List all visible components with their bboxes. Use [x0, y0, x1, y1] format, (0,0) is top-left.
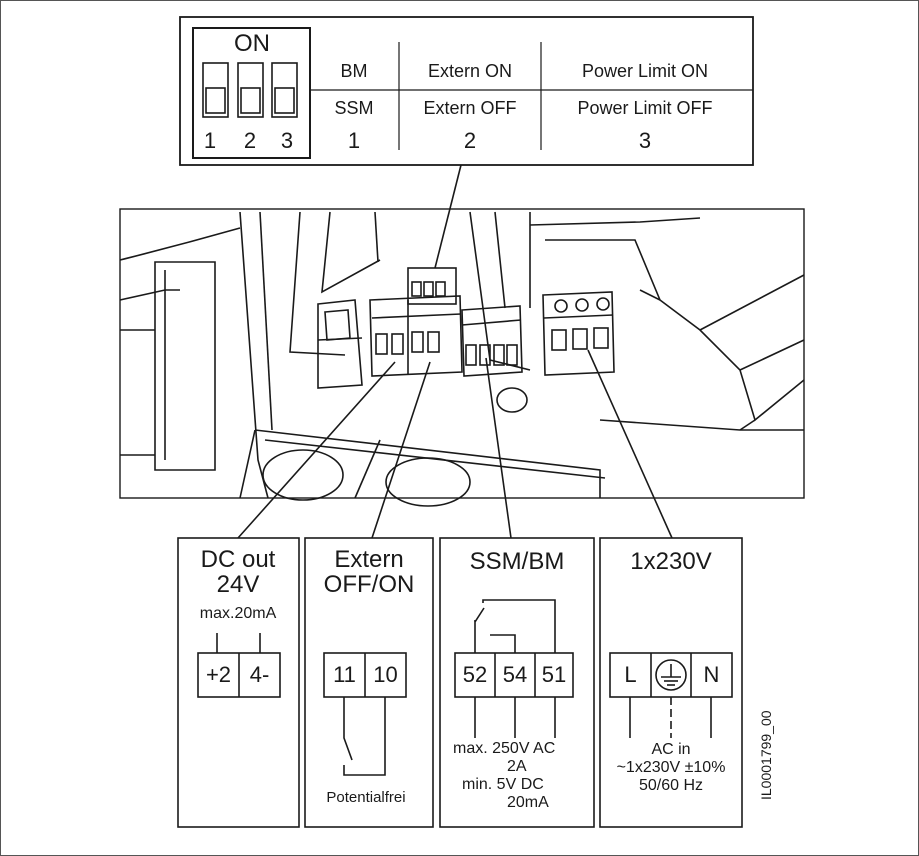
extern-terminal-10: 10 — [373, 662, 398, 687]
extern-title: Extern — [334, 546, 404, 573]
terminal-block-middle — [461, 305, 523, 377]
figure-id: IL0001799_00 — [758, 710, 774, 800]
dip-switch-block — [192, 27, 311, 159]
ssm-spec-max: max. 250V AC — [453, 740, 556, 757]
dc-terminal-minus4: 4- — [249, 662, 270, 687]
ssm-spec-min-current: 20mA — [507, 794, 549, 811]
ssm-terminal-51: 51 — [541, 662, 567, 687]
dc-terminal-plus2: +2 — [205, 662, 232, 687]
extern-note: Potentialfrei — [326, 789, 406, 806]
extern-terminal-11: 11 — [333, 662, 356, 687]
power-ac-in: AC in — [651, 741, 691, 758]
dip-row-top-3: Power Limit ON — [581, 61, 709, 81]
dip-switch-number-2: 2 — [243, 128, 257, 153]
dip-switch-2 — [237, 62, 264, 118]
ground-icon — [655, 659, 687, 691]
ssm-bm-title: SSM/BM — [469, 548, 565, 575]
dip-switch-number-3: 3 — [280, 128, 294, 153]
ssm-spec-max-current: 2A — [507, 758, 527, 775]
board-dip-switch — [407, 267, 457, 305]
dc-out-box — [177, 537, 300, 828]
dip-column-number-2: 2 — [463, 128, 477, 153]
dc-out-current: max.20mA — [199, 605, 277, 622]
ssm-spec-min: min. 5V DC — [462, 776, 544, 793]
power-terminal-n: N — [703, 662, 720, 687]
dip-on-label: ON — [234, 30, 270, 57]
dip-row-bottom-1: SSM — [334, 98, 374, 118]
dip-switch-1 — [202, 62, 229, 118]
dip-row-bottom-2: Extern OFF — [423, 98, 517, 118]
dip-row-top-2: Extern ON — [427, 61, 513, 81]
dip-column-number-1: 1 — [347, 128, 361, 153]
dip-row-top-1: BM — [340, 61, 368, 81]
power-box — [599, 537, 743, 828]
ssm-terminal-52: 52 — [462, 662, 488, 687]
power-frequency: 50/60 Hz — [638, 777, 704, 794]
dc-out-voltage: 24V — [216, 571, 260, 598]
dip-panel-border — [179, 16, 754, 166]
terminal-block-left — [369, 295, 463, 377]
ssm-terminal-54: 54 — [502, 662, 528, 687]
dip-column-number-3: 3 — [638, 128, 652, 153]
ssm-terminal-block — [454, 652, 574, 698]
ssm-bm-box — [439, 537, 595, 828]
dip-switch-number-1: 1 — [203, 128, 217, 153]
dip-row-bottom-3: Power Limit OFF — [577, 98, 713, 118]
power-title: 1x230V — [630, 548, 712, 575]
housing-drawing — [119, 208, 805, 507]
extern-subtitle: OFF/ON — [323, 571, 415, 598]
power-terminal-l: L — [624, 662, 637, 687]
dip-switch-3 — [271, 62, 298, 118]
dc-out-title: DC out — [200, 546, 276, 573]
power-voltage: ~1x230V ±10% — [616, 759, 726, 776]
extern-box — [304, 537, 434, 828]
board-relay — [317, 299, 363, 389]
terminal-block-right — [542, 291, 615, 376]
